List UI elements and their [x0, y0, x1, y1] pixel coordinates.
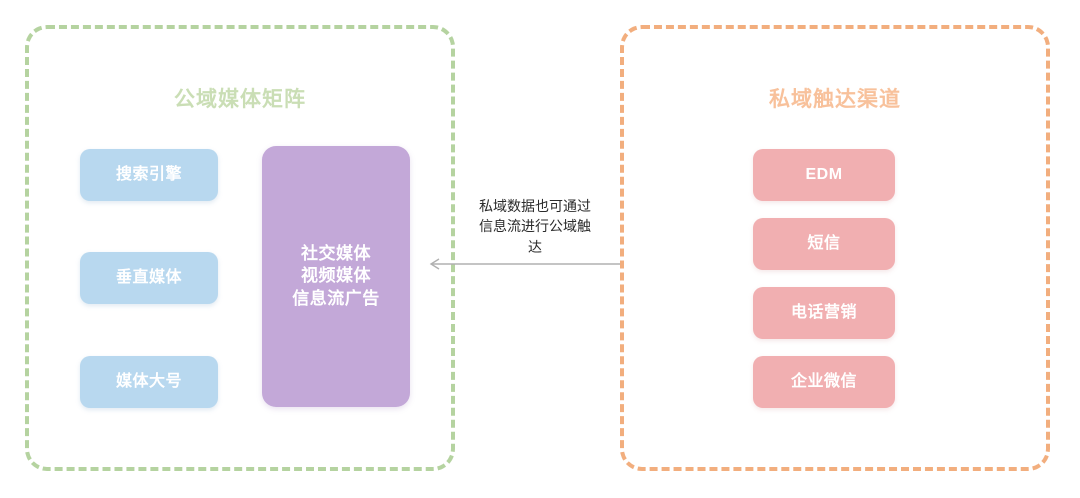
- panel-public-domain-title: 公域媒体矩阵: [174, 88, 306, 111]
- card-vertical-media-label: 垂直媒体: [115, 269, 182, 287]
- connector-note-line-3: 达: [528, 238, 542, 255]
- connector-note: 私域数据也可通过 信息流进行公域触 达: [455, 196, 615, 257]
- card-feed-ads-line: 信息流广告: [292, 288, 380, 308]
- card-media-influencer-label: 媒体大号: [115, 373, 182, 391]
- card-edm-label: EDM: [805, 166, 843, 184]
- card-media-influencer[interactable]: 媒体大号: [80, 356, 218, 408]
- card-search-engine[interactable]: 搜索引擎: [80, 149, 218, 201]
- panel-private-domain-title: 私域触达渠道: [769, 88, 901, 111]
- card-enterprise-wechat[interactable]: 企业微信: [753, 356, 895, 408]
- card-vertical-media[interactable]: 垂直媒体: [80, 252, 218, 304]
- card-telemarketing-label: 电话营销: [790, 304, 857, 322]
- card-social-media-line: 社交媒体: [301, 243, 371, 263]
- card-edm[interactable]: EDM: [753, 149, 895, 201]
- card-social-video-feed-ads[interactable]: 社交媒体 视频媒体 信息流广告: [262, 146, 410, 407]
- connector-note-line-2: 信息流进行公域触: [479, 218, 591, 235]
- card-telemarketing[interactable]: 电话营销: [753, 287, 895, 339]
- card-enterprise-wechat-label: 企业微信: [790, 373, 857, 391]
- card-search-engine-label: 搜索引擎: [115, 166, 182, 184]
- card-sms-label: 短信: [807, 235, 841, 253]
- connector-note-line-1: 私域数据也可通过: [479, 198, 591, 214]
- card-video-media-line: 视频媒体: [301, 266, 371, 286]
- card-sms[interactable]: 短信: [753, 218, 895, 270]
